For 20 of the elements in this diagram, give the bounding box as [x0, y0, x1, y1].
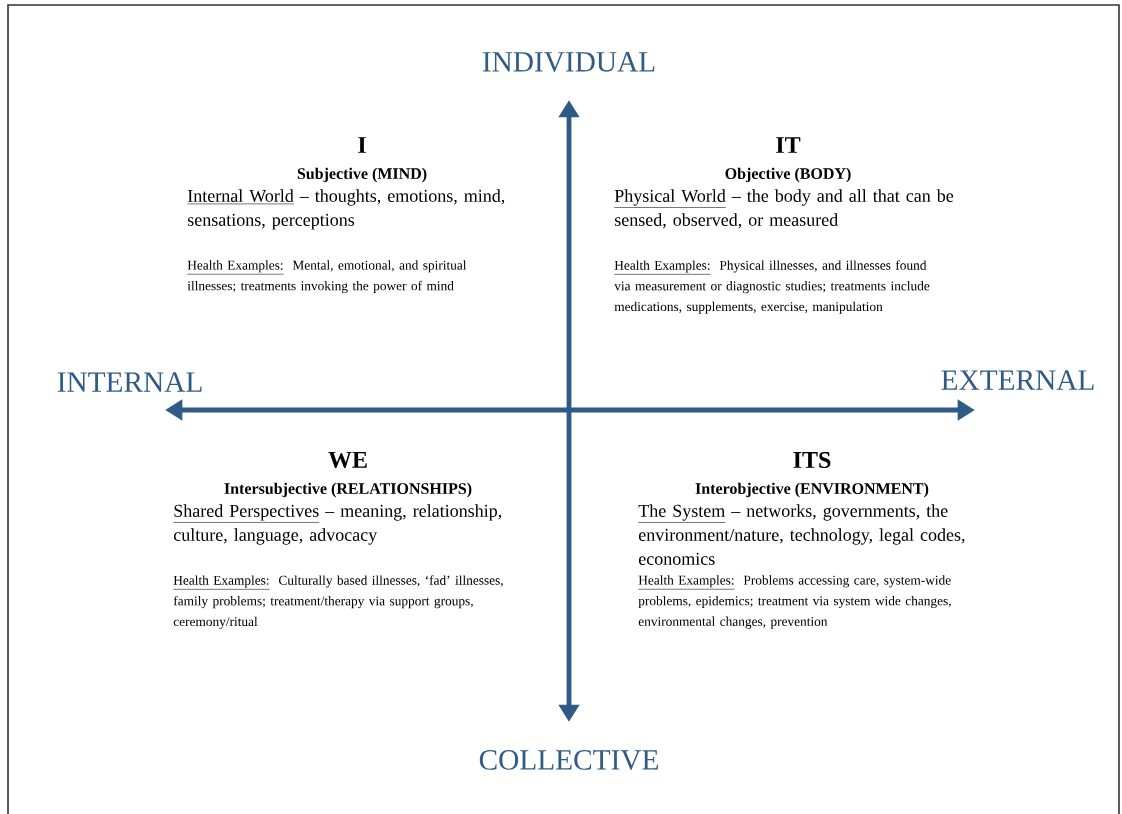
quadrant-subtitle: Subjective (MIND): [297, 167, 427, 183]
axis-label: COLLECTIVE: [479, 750, 658, 770]
description-text: The System – networks, governments, the environment/nature, technology, legal codes, economics: [638, 504, 965, 565]
example-text: Health Examples: Physical illnesses, and illnesses found via measurement or diagnostic studies; treatments include medications, supplements, exercise, manipulation: [614, 260, 930, 314]
quadrant-title: I: [358, 137, 366, 153]
axis-label: INDIVIDUAL: [482, 52, 655, 72]
quadrant-subtitle: Interobjective (ENVIRONMENT): [695, 482, 929, 498]
axis-label: INTERNAL: [57, 372, 202, 392]
quadrant-title: IT: [776, 137, 801, 153]
axis-label: EXTERNAL: [941, 370, 1094, 390]
quadrant-subtitle: Intersubjective (RELATIONSHIPS): [224, 482, 472, 498]
description-text: Shared Perspectives – meaning, relationship, culture, language, advocacy: [173, 504, 502, 545]
example-text: Health Examples: Mental, emotional, and spiritual illnesses; treatments invoking the power of mind: [187, 260, 467, 294]
quadrant-subtitle: Objective (BODY): [725, 167, 851, 183]
example-text: Health Examples: Problems accessing care, system-wide problems, epidemics; treatment via system wide changes, environmental changes, prevention: [638, 575, 951, 629]
quadrant-title: ITS: [793, 451, 831, 469]
description-text: Internal World – thoughts, emotions, mind, sensations, perceptions: [187, 189, 505, 230]
description-text: Physical World – the body and all that can be sensed, observed, or measured: [614, 189, 954, 229]
example-text: Health Examples: Culturally based illnesses, ‘fad’ illnesses, family problems; treatment/therapy via support groups, ceremony/ritual: [173, 575, 503, 629]
quadrant-title: WE: [328, 451, 367, 469]
